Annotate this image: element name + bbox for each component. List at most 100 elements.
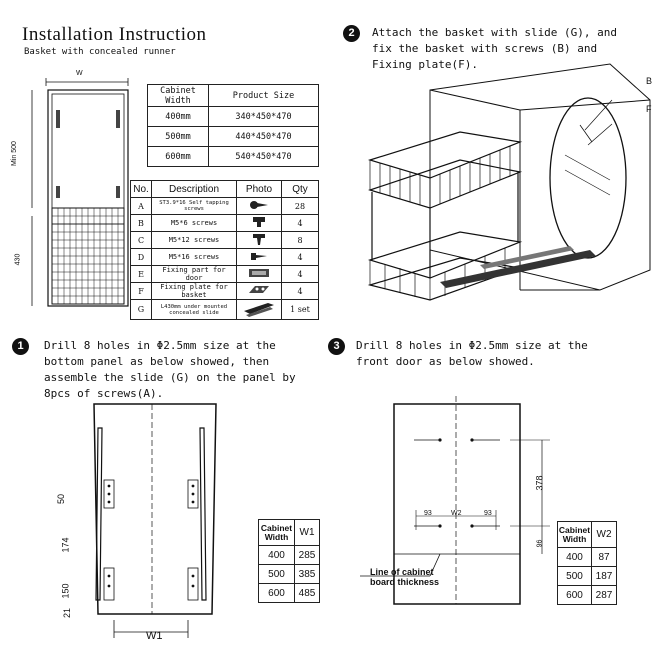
w1-cell: 400 [258,545,295,565]
part-qty: 4 [281,214,319,232]
dim-150: 150 [60,583,71,599]
parts-header-photo: Photo [236,180,282,198]
part-no: G [130,299,152,320]
w1-header-width: Cabinet Width [258,519,295,546]
w1-cell: 485 [294,583,320,603]
part-desc: M5*12 screws [151,231,237,249]
step-2-number: 2 [343,25,360,42]
self-tapping-screw-icon [250,201,268,209]
page-title: Installation Instruction [22,24,207,45]
part-desc: M5*16 screws [151,248,237,266]
size-cell: 440*450*470 [208,126,319,147]
long-screw-icon [251,252,267,260]
part-desc: M5*6 screws [151,214,237,232]
part-no: D [130,248,152,266]
step-1-number: 1 [12,338,29,355]
front-height-label: 430 [14,253,22,266]
part-qty: 28 [281,197,319,215]
front-min-label: Min 500 [10,141,18,166]
concealed-slide-icon [244,302,274,317]
part-qty: 4 [281,248,319,266]
w2-cell: 187 [591,566,617,586]
medium-screw-icon [253,233,265,245]
front-door-diagram [360,396,550,605]
part-no: F [130,282,152,300]
size-header-product: Product Size [208,84,319,107]
size-cell: 400mm [147,106,209,127]
basket-fixing-plate-icon [249,286,269,293]
size-cell: 540*450*470 [208,146,319,167]
w1-cell: 285 [294,545,320,565]
part-no: E [130,265,152,283]
w2-cell: 500 [557,566,592,586]
size-header-width: Cabinet Width [147,84,209,107]
parts-row: C M5*12 screws 8 [130,231,319,249]
part-photo [236,197,282,215]
parts-row: A ST3.9*16 Self tapping screws 28 [130,197,319,215]
part-photo [236,248,282,266]
parts-row: E Fixing part for door 4 [130,265,319,283]
part-photo [236,282,282,300]
step-2-text: Attach the basket with slide (G), and fi… [372,25,617,73]
dim-w2: W2 [451,510,462,517]
dim-21: 21 [62,607,73,619]
parts-row: F Fixing plate for basket 4 [130,282,319,300]
size-cell: 340*450*470 [208,106,319,127]
w2-header-w2: W2 [591,521,617,548]
w2-cell: 287 [591,585,617,605]
step-3-number: 3 [328,338,345,355]
step-1-line: Drill 8 holes in Φ2.5mm size at the [44,339,276,352]
step-2-line: fix the basket with screws (B) and [372,42,598,55]
part-no: A [130,197,152,215]
front-width-label: W [76,70,83,77]
w2-cell: 400 [557,547,592,567]
dim-93-right: 93 [484,510,492,517]
board-thickness-line: board thickness [370,577,440,587]
part-desc: ST3.9*16 Self tapping screws [151,197,237,215]
w2-header-width: Cabinet Width [557,521,592,548]
parts-row: D M5*16 screws 4 [130,248,319,266]
w2-cell: 600 [557,585,592,605]
w2-cell: 87 [591,547,617,567]
parts-header-qty: Qty [281,180,319,198]
w1-header-w1: W1 [294,519,320,546]
step-3-text: Drill 8 holes in Φ2.5mm size at the fron… [356,338,588,370]
w1-cell: 600 [258,583,295,603]
parts-row: B M5*6 screws 4 [130,214,319,232]
dim-50: 50 [56,493,67,505]
label-f: F [646,104,652,114]
part-no: C [130,231,152,249]
step-3-line: Drill 8 holes in Φ2.5mm size at the [356,339,588,352]
step-1-text: Drill 8 holes in Φ2.5mm size at the bott… [44,338,296,402]
dim-93-left: 93 [424,510,432,517]
parts-header-desc: Description [151,180,237,198]
part-photo [236,231,282,249]
dim-174: 174 [60,537,71,553]
part-qty: 1 set [281,299,319,320]
part-photo [236,214,282,232]
cabinet-front-view [31,78,129,307]
step-1-line: bottom panel as below showed, then [44,355,270,368]
bottom-panel-diagram [93,403,217,638]
w1-cell: 385 [294,564,320,584]
parts-row: G L430mm under mounted concealed slide 1… [130,299,319,320]
parts-table: No. Description Photo Qty A ST3.9*16 Sel… [130,180,319,320]
dim-378: 378 [534,475,545,491]
part-qty: 4 [281,265,319,283]
short-screw-icon [253,217,265,227]
size-cell: 500mm [147,126,209,147]
step-1-line: 8pcs of screws(A). [44,387,164,400]
step-3-line: front door as below showed. [356,355,535,368]
step-2-line: Attach the basket with slide (G), and [372,26,618,39]
size-cell: 600mm [147,146,209,167]
part-qty: 8 [281,231,319,249]
part-desc: L430mm under mounted concealed slide [151,299,237,320]
part-photo [236,265,282,283]
label-b: B [646,76,653,86]
board-thickness-label: Line of cabinet board thickness [370,567,439,587]
board-thickness-line: Line of cabinet [370,567,434,577]
